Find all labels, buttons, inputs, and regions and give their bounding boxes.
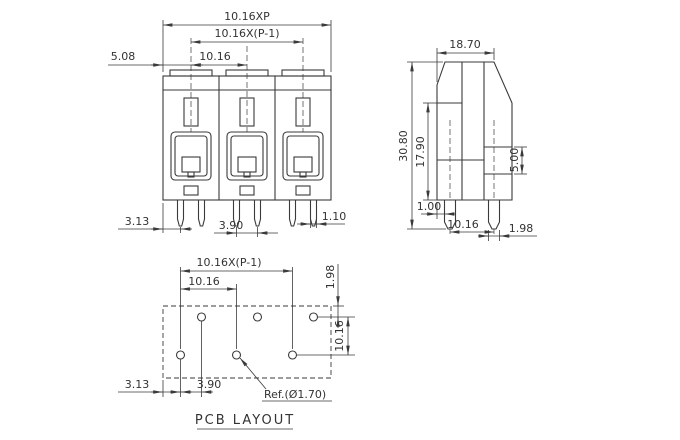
front-view-dimensions: 10.16XP 10.16X(P-1) 5.08 10.16 3.13 3.90: [108, 10, 346, 237]
pole3-wire-opening: [282, 131, 324, 181]
pcb-pitch-dim: 10.16: [188, 275, 220, 288]
pcb-outline: [162, 305, 332, 379]
side-pin-setback-dim: 1.00: [417, 200, 442, 213]
side-total-height-dim: 30.80: [397, 130, 410, 162]
solder-pin: [253, 199, 262, 227]
pcb-hole: [252, 312, 263, 322]
front-pitch-dim: 10.16: [199, 50, 231, 63]
pcb-caption: PCB LAYOUT: [195, 413, 295, 430]
pole1-wire-opening-inner: [174, 135, 208, 177]
side-view: 18.70 30.80 17.90 5.00 1.00 10.16: [397, 38, 537, 241]
side-body-outline: [436, 61, 513, 201]
pole3-clamp-notch: [299, 171, 307, 178]
side-opening-height-dim: 5.00: [508, 148, 521, 173]
front-half-pitch-dim: 5.08: [111, 50, 136, 63]
front-total-pitch-dim: 10.16XP: [224, 10, 270, 23]
solder-pin: [487, 199, 501, 230]
pcb-edge-offset-dim: 1.98: [324, 265, 337, 290]
front-view: 10.16XP 10.16X(P-1) 5.08 10.16 3.13 3.90: [108, 10, 346, 237]
side-row-pitch-dim: 10.16: [447, 218, 479, 231]
side-depth-dim: 18.70: [449, 38, 481, 51]
pcb-hole: [231, 350, 242, 360]
front-pin-width-dim: 1.10: [322, 210, 347, 223]
pole1-wire-opening: [170, 131, 212, 181]
pcb-dimensions: 10.16X(P-1) 10.16 1.98 10.16 3.13 3.90: [118, 256, 355, 402]
pcb-layout: 10.16X(P-1) 10.16 1.98 10.16 3.13 3.90: [118, 256, 355, 430]
pcb-hole: [287, 350, 298, 360]
front-view-body: [162, 38, 332, 227]
pole2-clamp: [237, 156, 257, 173]
pole2-clamp-notch: [243, 171, 251, 178]
front-pin-pair-dim: 3.90: [219, 219, 244, 232]
pcb-edge-to-hole-dim: 3.13: [125, 378, 150, 391]
front-edge-to-pin-dim: 3.13: [125, 215, 150, 228]
pcb-span-dim: 10.16X(P-1): [197, 256, 262, 269]
side-view-body: [436, 61, 513, 236]
pcb-layout-caption: PCB LAYOUT: [195, 413, 295, 428]
pole1-foot: [183, 185, 199, 196]
pcb-outline-and-holes: [162, 305, 332, 379]
pole2-foot: [239, 185, 255, 196]
pcb-row-pitch-dim: 10.16: [333, 320, 346, 352]
solder-pin: [197, 199, 206, 227]
pole1-clamp: [181, 156, 201, 173]
side-pin-thickness-dim: 1.98: [509, 222, 534, 235]
pole2-wire-opening-inner: [230, 135, 264, 177]
pole2-screw-slot: [239, 97, 255, 127]
pole1-clamp-notch: [187, 171, 195, 178]
pole2-wire-opening: [226, 131, 268, 181]
pole3-wire-opening-inner: [286, 135, 320, 177]
side-view-dimensions: 18.70 30.80 17.90 5.00 1.00 10.16: [397, 38, 537, 241]
pcb-hole: [308, 312, 319, 322]
pole3-clamp: [293, 156, 313, 173]
side-body-height-dim: 17.90: [414, 136, 427, 168]
front-span-dim: 10.16X(P-1): [215, 27, 280, 40]
solder-pin: [309, 199, 318, 227]
pcb-hole: [175, 350, 186, 360]
pcb-hole-offset-dim: 3.90: [197, 378, 222, 391]
pole3-foot: [295, 185, 311, 196]
pcb-hole: [196, 312, 207, 322]
solder-pin: [232, 199, 241, 227]
pcb-hole-ref-label: Ref.(Ø1.70): [264, 388, 326, 401]
solder-pin: [288, 199, 297, 227]
solder-pin: [176, 199, 185, 227]
